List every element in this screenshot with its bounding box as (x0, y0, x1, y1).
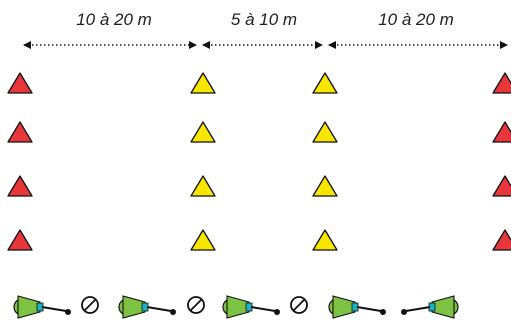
cone-yellow-c2-r2 (190, 121, 216, 143)
distance-label-1: 10 à 20 m (76, 10, 152, 29)
cone-yellow-c3-r3 (312, 175, 338, 197)
cone-yellow-c2-r4 (190, 229, 216, 251)
cone-red-c1-r4 (7, 229, 33, 251)
cone-red-c4-r1 (492, 72, 511, 94)
cone-red-c1-r2 (7, 121, 33, 143)
cone-red-c4-r3 (492, 175, 511, 197)
player-icon-5 (401, 295, 459, 319)
cone-yellow-c3-r1 (312, 72, 338, 94)
forbidden-icon-1 (81, 296, 99, 314)
distance-label-2: 5 à 10 m (231, 10, 297, 29)
distance-label-3: 10 à 20 m (378, 10, 454, 29)
cone-red-c1-r1 (7, 72, 33, 94)
player-icon-3 (222, 295, 280, 319)
player-icon-2 (118, 295, 176, 319)
cone-yellow-c2-r1 (190, 72, 216, 94)
player-icon-1 (13, 295, 71, 319)
forbidden-icon-3 (290, 296, 308, 314)
cone-yellow-c2-r3 (190, 175, 216, 197)
cone-red-c4-r2 (492, 121, 511, 143)
cone-yellow-c3-r2 (312, 121, 338, 143)
cone-red-c4-r4 (492, 229, 511, 251)
player-icon-4 (328, 295, 386, 319)
cone-yellow-c3-r4 (312, 229, 338, 251)
forbidden-icon-2 (187, 296, 205, 314)
cone-red-c1-r3 (7, 175, 33, 197)
cone-grid (7, 72, 511, 251)
player-row (13, 295, 459, 319)
